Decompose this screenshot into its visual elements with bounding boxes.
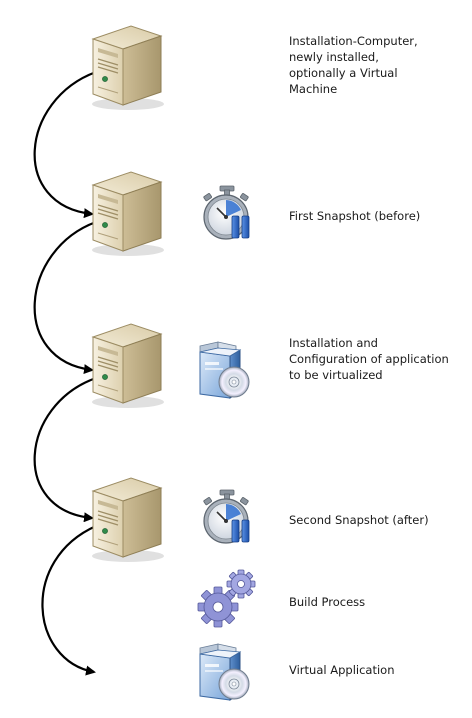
server-tower-icon [91, 477, 165, 563]
step-label-second-snapshot: Second Snapshot (after) [289, 513, 429, 527]
step-label-virtual-application: Virtual Application [289, 663, 395, 677]
arrow-step-3-to-4 [33, 376, 97, 523]
server-tower-icon [91, 25, 165, 111]
server-tower-icon [91, 171, 165, 257]
step-label-build-process: Build Process [289, 595, 366, 609]
connector-arrows [33, 70, 97, 676]
stopwatch-icon [202, 489, 250, 544]
server-tower-icon [91, 323, 165, 409]
step-label-first-snapshot: First Snapshot (before) [289, 209, 421, 223]
gears-icon [197, 569, 256, 628]
step-label-install-configure: Installation and Configuration of applic… [289, 336, 449, 382]
stopwatch-icon [202, 185, 250, 240]
arrow-step-1-to-2 [33, 70, 97, 219]
step-label-installation-computer: Installation-Computer, newly installed, … [289, 34, 418, 96]
installer-box-icon [199, 643, 250, 701]
arrow-step-4-to-output [41, 524, 97, 676]
installer-box-icon [199, 341, 250, 399]
arrow-step-2-to-3 [33, 220, 97, 374]
